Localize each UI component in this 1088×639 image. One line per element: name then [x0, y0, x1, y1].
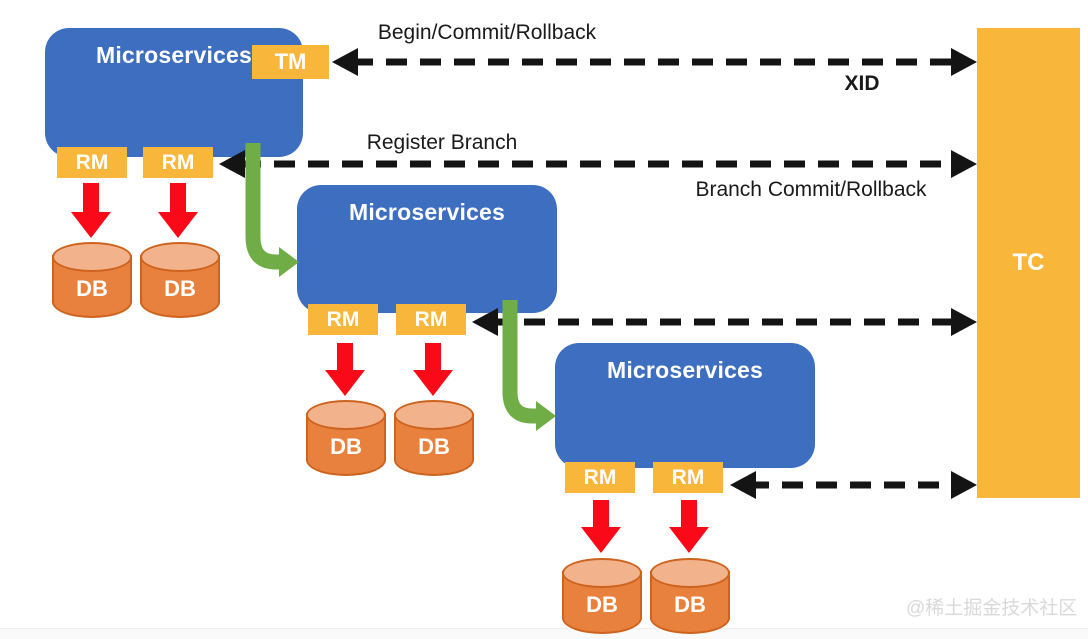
microservices-label: Microservices	[606, 357, 764, 383]
red-arrow-down-icon	[581, 500, 621, 553]
db-cylinder: DB	[52, 240, 132, 320]
green-flow-arrow-2	[502, 300, 556, 431]
db-cylinder: DB	[650, 556, 730, 636]
label-begin-commit-rollback: Begin/Commit/Rollback	[377, 21, 597, 44]
arrowhead-left-icon	[730, 471, 756, 499]
arrowhead-right-icon	[951, 48, 977, 76]
label-xid: XID	[844, 72, 880, 95]
db-cylinder-top	[52, 242, 132, 272]
db-cylinder-top	[650, 558, 730, 588]
db-label: DB	[418, 434, 450, 459]
microservices-label: Microservices	[95, 42, 253, 68]
green-curve	[502, 300, 538, 424]
microservices-box-3: Microservices	[555, 343, 815, 468]
arrowhead-right-icon	[951, 150, 977, 178]
db-label: DB	[586, 592, 618, 617]
db-cylinder: DB	[140, 240, 220, 320]
microservices-label: Microservices	[348, 199, 506, 225]
rm-badge: RM	[653, 462, 723, 493]
dashed-arrow-register-branch	[219, 150, 977, 178]
tc-label: TC	[1012, 249, 1045, 276]
db-cylinder-top	[306, 400, 386, 430]
green-curve	[245, 143, 281, 270]
label-branch-commit-rollback: Branch Commit/Rollback	[695, 178, 927, 201]
db-label: DB	[330, 434, 362, 459]
arrowhead-right-icon	[951, 308, 977, 336]
dashed-arrow-service2-tc	[472, 308, 977, 336]
db-cylinder: DB	[306, 398, 386, 478]
red-arrow-down-icon	[413, 343, 453, 396]
tc-box: TC	[977, 28, 1080, 498]
db-cylinder: DB	[394, 398, 474, 478]
db-cylinder-top	[394, 400, 474, 430]
bottom-strip	[0, 628, 1088, 639]
db-label: DB	[164, 276, 196, 301]
rm-badge: RM	[143, 147, 213, 178]
label-register-branch: Register Branch	[366, 131, 518, 154]
rm-badge: RM	[396, 304, 466, 335]
red-arrow-down-icon	[325, 343, 365, 396]
arrowhead-left-icon	[332, 48, 358, 76]
db-label: DB	[76, 276, 108, 301]
dashed-arrow-service3-tc	[730, 471, 977, 499]
microservices-box-2: Microservices	[297, 185, 557, 313]
arrowhead-right-icon	[279, 247, 299, 277]
red-arrow-down-icon	[669, 500, 709, 553]
watermark: @稀土掘金技术社区	[906, 598, 1078, 619]
db-cylinder-top	[562, 558, 642, 588]
db-cylinder: DB	[562, 556, 642, 636]
tm-badge: TM	[252, 45, 329, 79]
arrowhead-right-icon	[951, 471, 977, 499]
db-label: DB	[674, 592, 706, 617]
red-arrow-down-icon	[71, 183, 111, 238]
db-cylinder-top	[140, 242, 220, 272]
green-flow-arrow-1	[245, 143, 299, 277]
rm-badge: RM	[565, 462, 635, 493]
rm-badge: RM	[308, 304, 378, 335]
red-arrow-down-icon	[158, 183, 198, 238]
arrowhead-right-icon	[536, 401, 556, 431]
rm-badge: RM	[57, 147, 127, 178]
